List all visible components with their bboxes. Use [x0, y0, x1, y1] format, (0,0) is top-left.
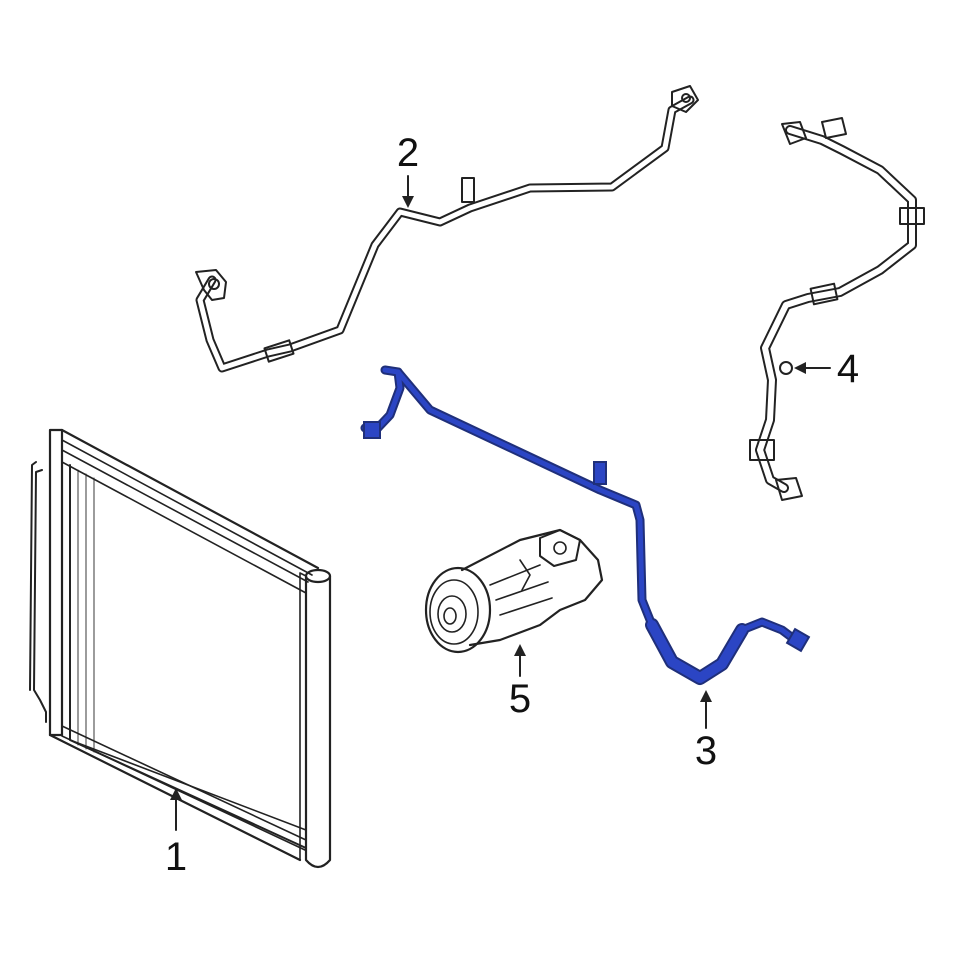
ac-hose-right-part[interactable]: [749, 117, 925, 501]
compressor-part[interactable]: [424, 528, 604, 654]
callout-label-3: 3: [695, 729, 717, 773]
callout-label-4: 4: [837, 347, 859, 391]
ac-hose-highlighted-part[interactable]: [360, 365, 811, 685]
callout-1: 1: [165, 788, 187, 879]
callout-4: 4: [794, 347, 859, 391]
callout-label-2: 2: [397, 131, 419, 175]
condenser-part[interactable]: [29, 428, 332, 869]
callout-label-1: 1: [165, 835, 187, 879]
ac-line-upper-part[interactable]: [195, 85, 699, 373]
callout-2: 2: [397, 131, 419, 208]
callout-label-5: 5: [509, 677, 531, 721]
callout-3: 3: [695, 690, 717, 773]
callout-5: 5: [509, 644, 531, 721]
